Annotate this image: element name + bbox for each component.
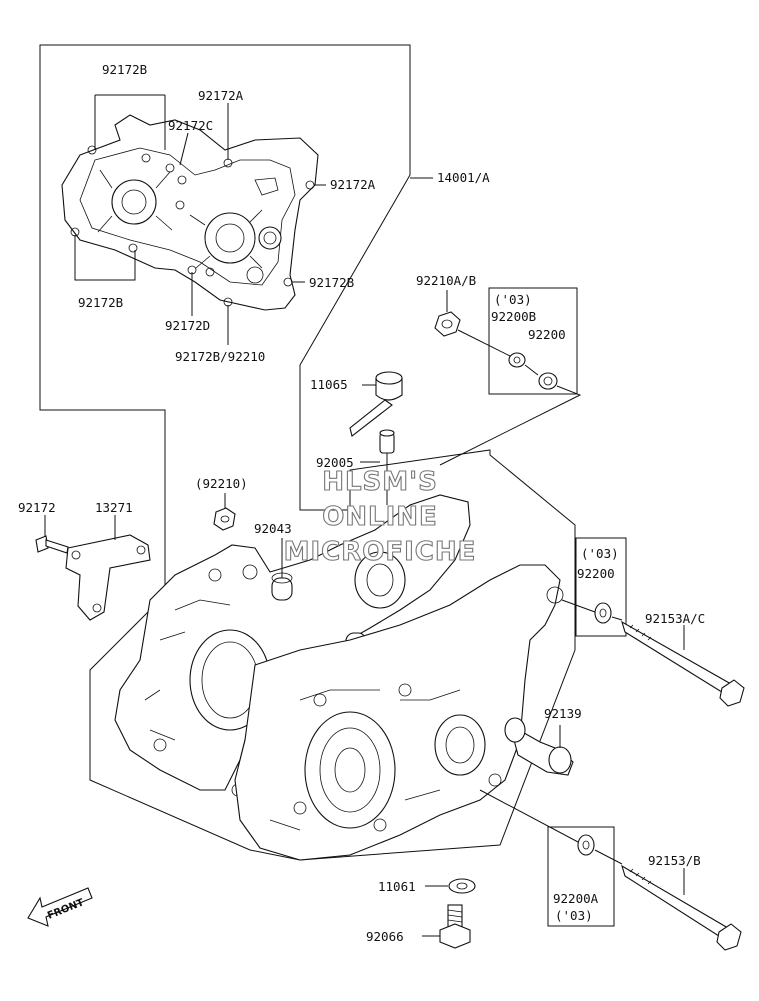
washer-11061 <box>425 878 476 894</box>
label-92200-mid: 92200 <box>577 566 615 581</box>
watermark-line2: ONLINE <box>322 502 438 532</box>
bracket-03-top <box>488 287 578 395</box>
bracket-03-mid <box>575 537 627 637</box>
label-92200b: 92200B <box>491 309 536 324</box>
label-92210ab: 92210A/B <box>416 273 476 288</box>
watermark-line3: MICROFICHE <box>284 537 477 567</box>
label-92172b-left: 92172B <box>78 295 123 310</box>
label-92139: 92139 <box>544 706 582 721</box>
bolt-axis-upper <box>561 599 623 621</box>
watermark-line1: HLSM'S <box>322 467 438 497</box>
label-03-top: ('03) <box>494 292 532 307</box>
cover-leaders <box>74 94 433 345</box>
bushing-92139 <box>504 717 574 776</box>
label-92066: 92066 <box>366 929 404 944</box>
bolt-axis-lower <box>479 789 623 865</box>
label-92172d: 92172D <box>165 318 210 333</box>
label-92005: 92005 <box>316 455 354 470</box>
bolt-92066 <box>422 904 471 949</box>
bolt-92153b <box>621 864 742 951</box>
washer-92200-mid <box>594 602 612 624</box>
crankcase-assembly <box>114 494 564 861</box>
screw-92172 <box>35 515 69 554</box>
label-92200-top: 92200 <box>528 327 566 342</box>
washer-92200b <box>508 352 526 368</box>
label-92172a-top: 92172A <box>198 88 244 103</box>
fitting-92005 <box>360 429 395 505</box>
label-14001a: 14001/A <box>437 170 490 185</box>
label-92210-paren: (92210) <box>195 476 248 491</box>
label-92153b: 92153/B <box>648 853 701 868</box>
label-92172c: 92172C <box>168 118 213 133</box>
label-03-mid: ('03) <box>581 546 619 561</box>
stud-centerline-upper <box>439 329 582 466</box>
label-92200a: 92200A <box>553 891 599 906</box>
label-92153ac: 92153A/C <box>645 611 705 626</box>
label-92172a-right: 92172A <box>330 177 376 192</box>
label-92172b-right: 92172B <box>309 275 354 290</box>
nut-92210ab <box>434 290 461 337</box>
washer-92200a <box>577 834 595 856</box>
label-11065: 11065 <box>310 377 348 392</box>
right-cover <box>61 114 319 311</box>
plate-13271 <box>65 515 151 621</box>
label-13271: 13271 <box>95 500 133 515</box>
front-arrow-icon: FRONT <box>27 887 93 927</box>
label-92172: 92172 <box>18 500 56 515</box>
washer-92200 <box>538 372 558 390</box>
label-92172b-top: 92172B <box>102 62 147 77</box>
label-11061: 11061 <box>378 879 416 894</box>
bracket-03-bot <box>547 826 615 927</box>
label-92043: 92043 <box>254 521 292 536</box>
breather-11065 <box>349 371 403 437</box>
label-03-bot: ('03) <box>555 908 593 923</box>
part-labels: 92172B 92172A 92172C 92172A 14001/A 9217… <box>18 62 705 944</box>
label-92172b-92210: 92172B/92210 <box>175 349 265 364</box>
nut-92210 <box>213 493 236 531</box>
watermark: HLSM'S ONLINE MICROFICHE <box>283 466 477 567</box>
bolt-92153ac <box>621 620 745 707</box>
